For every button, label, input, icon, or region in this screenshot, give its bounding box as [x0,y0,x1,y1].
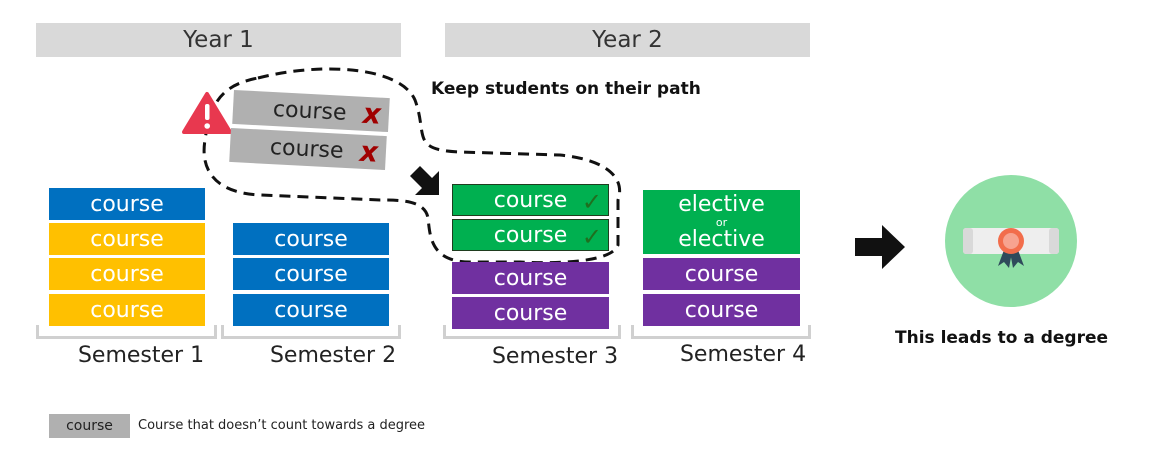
arrow-right-icon [855,225,905,269]
course-label: course [90,226,164,252]
semester-2-course-1: course [233,223,389,255]
semester-1-course-3: course [49,258,205,290]
year-1-bar: Year 1 [36,23,401,57]
course-label: course [493,187,568,213]
course-label: course [684,261,759,287]
course-label: course [493,222,568,248]
legend-swatch-label: course [66,418,113,434]
semester-4-label: Semester 4 [679,342,807,367]
semester-3-course-4: course [452,297,609,329]
checkmark-icon: ✓ [581,188,602,216]
semester-3-bracket [443,325,621,339]
semester-2-course-2: course [233,258,389,290]
year-2-label: Year 2 [592,27,663,53]
elective-bottom-label: elective [678,226,765,252]
non-degree-course-1-label: course [272,96,348,126]
non-degree-course-2-label: course [269,134,345,164]
semester-3-course-3: course [452,262,609,294]
diploma-icon [945,175,1077,307]
warning-icon [182,92,232,134]
course-label: course [274,261,348,287]
semester-3-course-1: course ✓ [452,184,609,216]
checkmark-icon: ✓ [581,223,602,251]
semester-1-course-1: course [49,188,205,220]
semester-2-label: Semester 2 [269,343,397,368]
semester-4-course-1: course [643,258,800,290]
dashed-path-outline [202,67,621,265]
semester-2-course-3: course [233,294,389,326]
year-1-label: Year 1 [183,27,254,53]
course-label: course [90,191,164,217]
semester-1-bracket [36,325,217,339]
course-label: course [90,297,164,323]
x-mark-icon: x [362,96,382,131]
x-mark-icon: x [359,134,379,169]
course-label: course [274,297,348,323]
semester-1-course-4: course [49,294,205,326]
elective-top-label: elective [678,191,765,217]
course-label: course [274,226,348,252]
semester-4-bracket [631,325,811,339]
semester-2-bracket [221,325,401,339]
semester-4-course-2: course [643,294,800,326]
semester-1-label: Semester 1 [77,343,205,368]
year-2-bar: Year 2 [445,23,810,57]
course-label: course [684,297,759,323]
degree-caption: This leads to a degree [895,328,1109,348]
course-label: course [493,265,568,291]
semester-3-course-2: course ✓ [452,219,609,251]
heading: Keep students on their path [431,79,701,99]
legend-description: Course that doesn’t count towards a degr… [138,418,426,433]
diagonal-arrow-icon [410,166,439,195]
course-label: course [90,261,164,287]
semester-4-elective: elective or elective [643,190,800,254]
course-label: course [493,300,568,326]
elective-or-label: or [715,215,728,229]
legend-swatch: course [49,414,130,438]
semester-1-course-2: course [49,223,205,255]
semester-3-label: Semester 3 [491,344,619,369]
